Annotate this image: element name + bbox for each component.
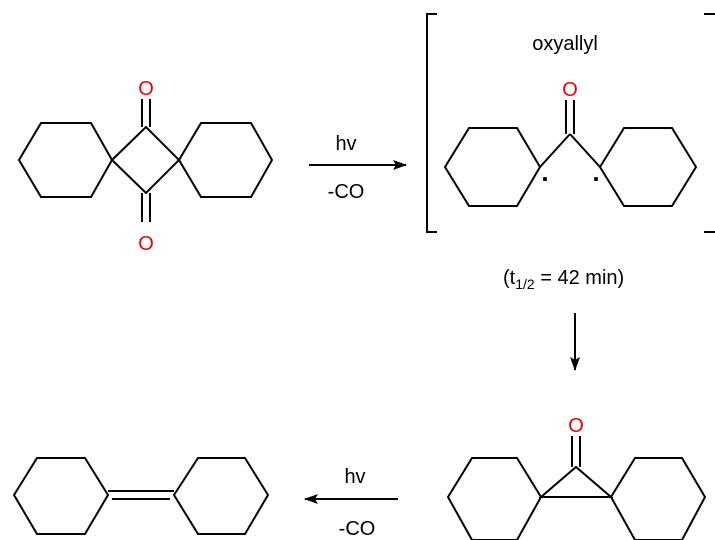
step3-condition-top: hv [344, 466, 365, 488]
oxygen-atom: O [568, 415, 584, 437]
cyclohexane-ring-right [177, 122, 274, 198]
oxygen-atom: O [562, 79, 578, 101]
left-bracket [426, 13, 437, 233]
carbonyl-bond-bottom [141, 193, 151, 222]
step1-condition-top: hv [335, 133, 356, 155]
reaction-arrow-step2: (t1/2 = 42 min) [503, 267, 624, 371]
cyclohexane-ring-left [443, 127, 542, 207]
molecule-dispiro-cyclobutanedione: O O [17, 78, 274, 255]
radical-dot-right: . [592, 157, 599, 187]
cyclohexane-ring-left [17, 122, 114, 198]
half-life-subscript: 1/2 [515, 276, 535, 292]
intermediate-name: oxyallyl [532, 33, 598, 55]
cyclohexane-ring-left [446, 457, 543, 540]
cyclohexane-ring-left [12, 457, 110, 535]
carbonyl-bond [565, 100, 575, 134]
half-life-prefix: (t [503, 267, 516, 289]
step1-condition-bottom: -CO [328, 181, 365, 203]
cyclobutane-ring [110, 125, 181, 195]
cyclohexane-ring-right [172, 457, 270, 535]
molecule-bicyclohexylidene [12, 457, 270, 535]
oxyallyl-intermediate: oxyallyl O . . [426, 13, 715, 233]
carbonyl-bond [571, 436, 581, 467]
half-life-label: (t1/2 = 42 min) [503, 267, 624, 292]
cyclohexane-ring-right [598, 127, 698, 207]
double-bond [108, 490, 174, 500]
cyclohexane-ring-right [609, 457, 707, 540]
reaction-arrow-step1: hv -CO [309, 133, 407, 203]
bond-c-left [539, 133, 571, 168]
reaction-arrow-step3: hv -CO [304, 466, 398, 540]
step3-condition-bottom: -CO [339, 518, 376, 540]
molecule-dispiro-cyclopropanone: O [446, 415, 707, 540]
radical-dot-left: . [541, 157, 548, 187]
carbonyl-bond-top [141, 99, 151, 127]
oxygen-atom-bottom: O [138, 233, 154, 255]
cyclopropane-ring [538, 465, 614, 498]
oxygen-atom-top: O [138, 78, 154, 100]
half-life-suffix: = 42 min) [535, 267, 624, 289]
bond-c-right [569, 133, 601, 168]
